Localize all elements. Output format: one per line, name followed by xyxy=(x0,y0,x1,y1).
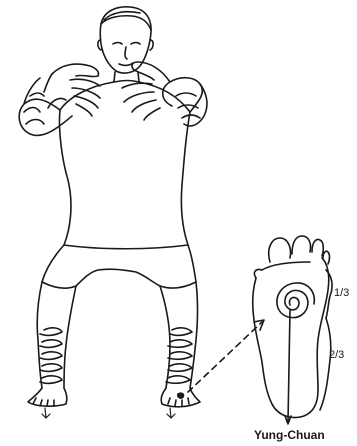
legs xyxy=(37,245,197,388)
feet xyxy=(28,388,200,418)
yung-chuan-point-label: Yung-Chuan xyxy=(254,428,325,442)
lower-two-thirds-label: 2/3 xyxy=(329,349,344,361)
foot-sole-diagram xyxy=(253,236,332,424)
sole-point-marker xyxy=(178,393,184,398)
dashed-arrow xyxy=(188,320,264,392)
shoulders xyxy=(60,81,190,113)
right-arm xyxy=(122,62,207,126)
waistband xyxy=(64,245,188,249)
torso xyxy=(59,110,190,245)
upper-third-label: 1/3 xyxy=(334,287,349,299)
